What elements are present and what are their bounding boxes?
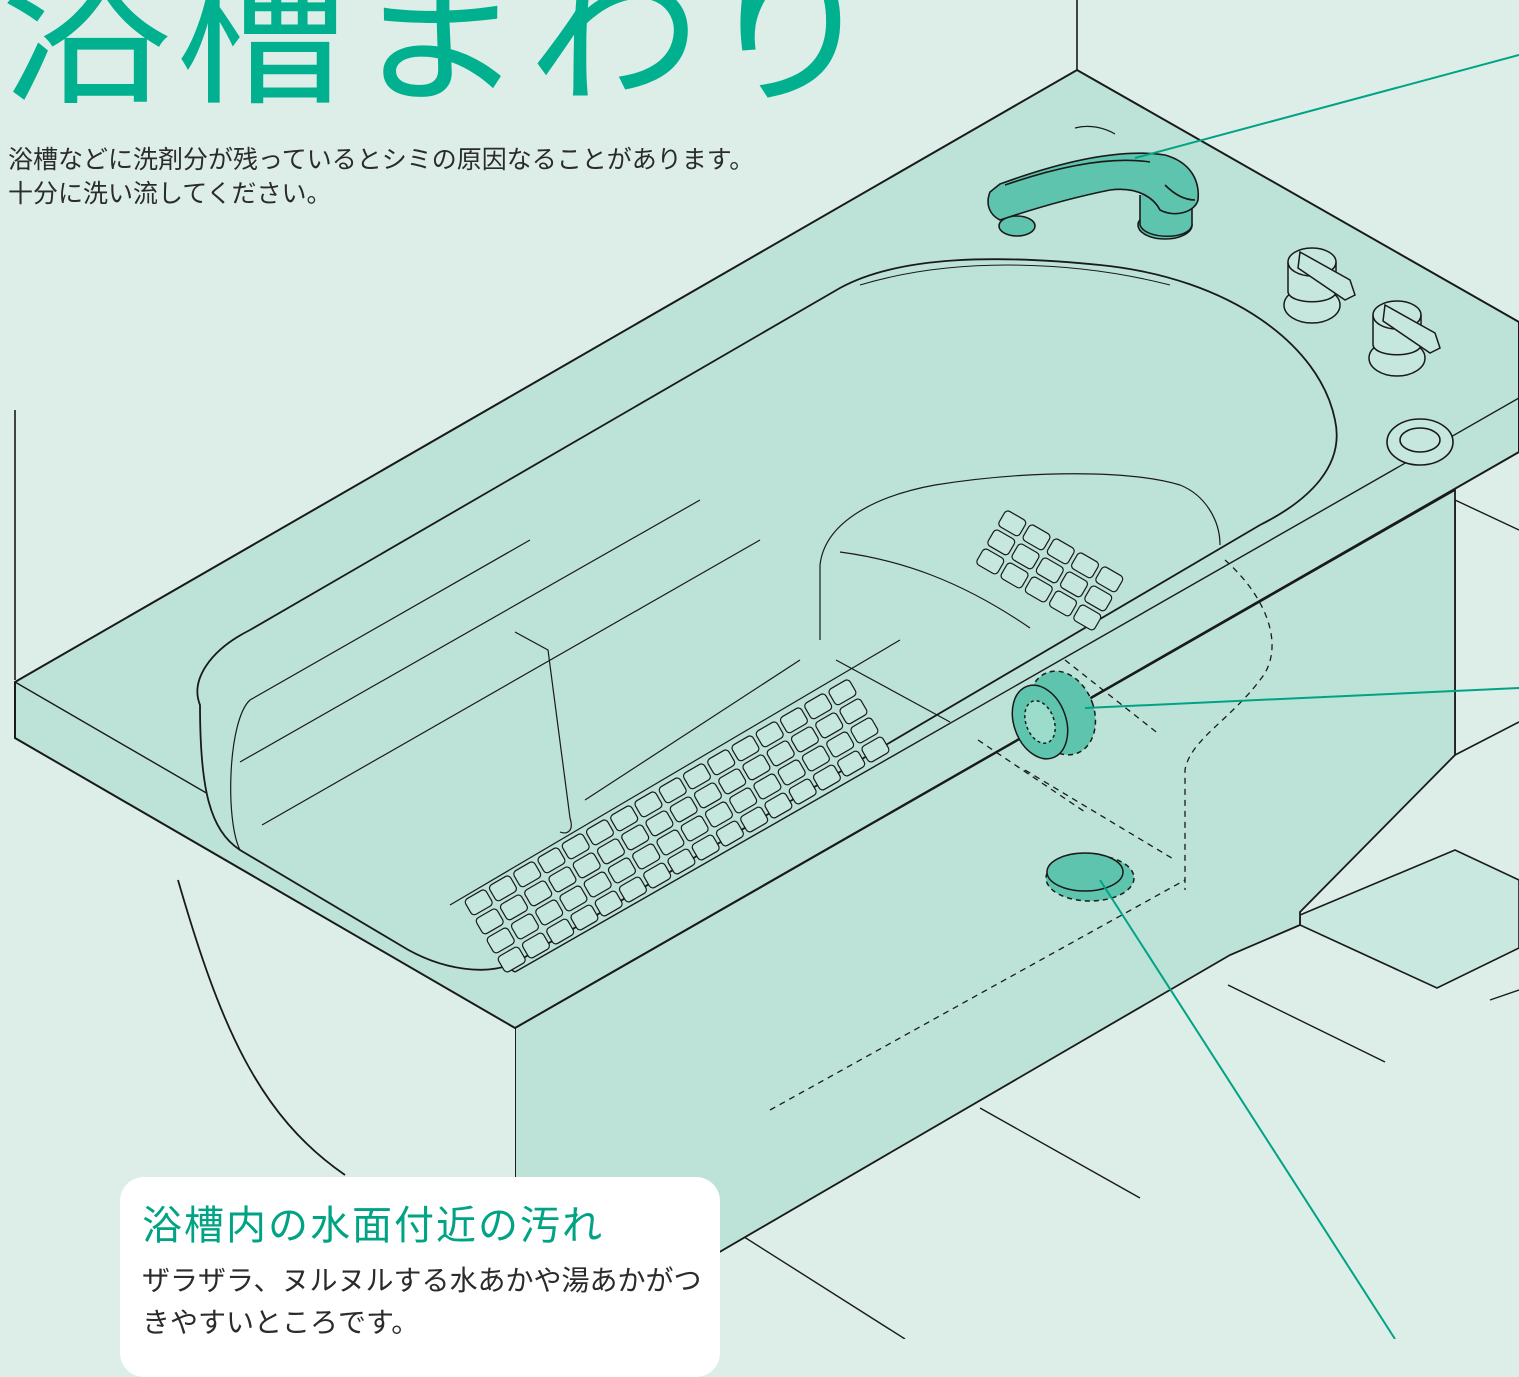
mixing-valve-1 (1283, 247, 1356, 324)
circulation-fitting (1011, 670, 1097, 760)
wall-lines (14, 0, 1078, 680)
anti-slip-grid-upper (976, 510, 1124, 631)
anti-slip-grid-lower (464, 679, 890, 973)
leader-line-drain (1099, 879, 1396, 1339)
subtitle-line-1: 浴槽などに洗剤分が残っているとシミの原因なることがあります。 (8, 145, 755, 174)
leader-line-fitting (1084, 687, 1519, 709)
floor-lines (729, 499, 1519, 1339)
page-title: 浴槽まわり (0, 0, 880, 130)
subtitle-line-2: 十分に洗い流してください。 (8, 179, 332, 208)
callout-title: 浴槽内の水面付近の汚れ (142, 1203, 604, 1249)
faucet-spout (987, 152, 1200, 240)
tub-side (15, 740, 515, 1180)
callout-text: ザラザラ、ヌルヌルする水あかや湯あかがつきやすいところです。 (142, 1264, 702, 1339)
leader-lines (1084, 54, 1519, 1339)
hidden-plumbing (769, 559, 1273, 1111)
tub-basin (196, 258, 1338, 971)
overflow-ring (1386, 418, 1454, 466)
callout-card: 浴槽内の水面付近の汚れ ザラザラ、ヌルヌルする水あかや湯あかがつきやすいところで… (120, 1177, 720, 1377)
page-subtitle: 浴槽などに洗剤分が残っているとシミの原因なることがあります。 十分に洗い流してく… (8, 143, 754, 211)
mixing-valve-2 (1368, 300, 1441, 377)
leader-line-faucet (1134, 54, 1519, 159)
bathtub-illustration (14, 0, 1519, 1339)
drain-plug (1045, 852, 1135, 902)
